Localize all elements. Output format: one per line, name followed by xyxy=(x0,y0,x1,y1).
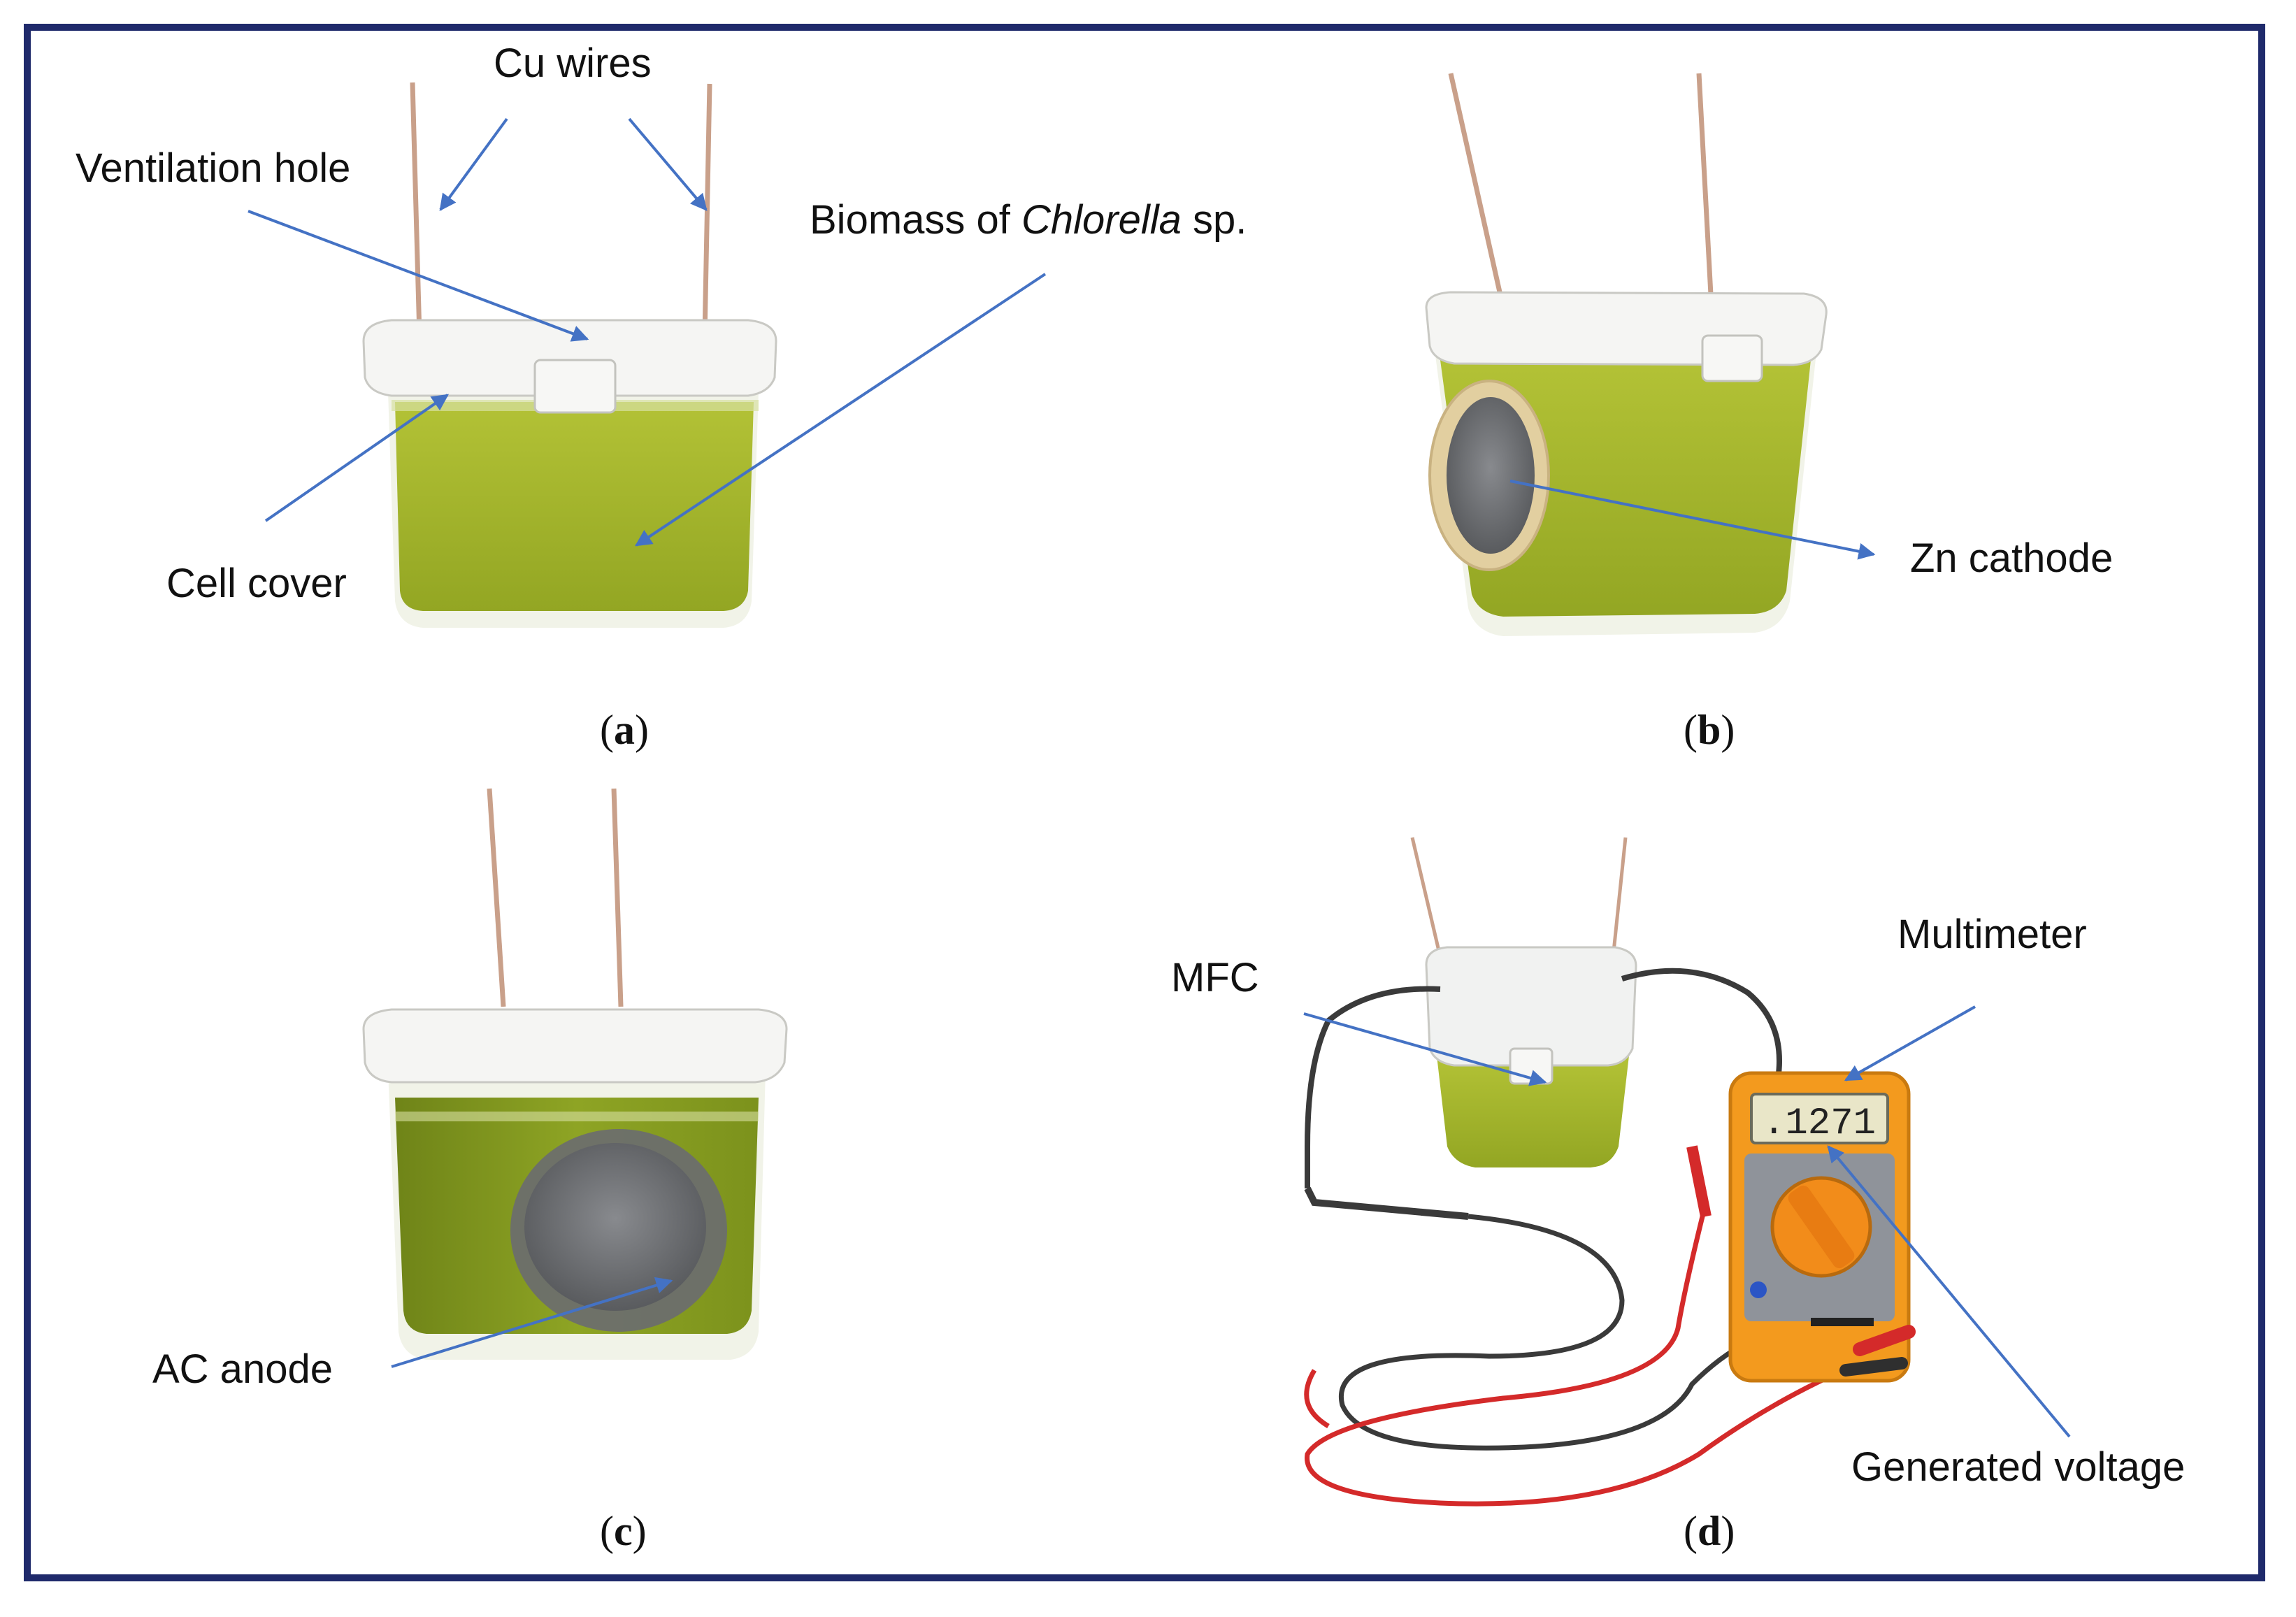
arrow-zn-cathode xyxy=(1509,480,1876,560)
arrow-generated-voltage xyxy=(1827,1145,2071,1438)
panel-c-cell xyxy=(362,788,788,1360)
panel-b-cell xyxy=(1425,73,1828,636)
callout-arrows xyxy=(247,117,2071,1438)
panel-d-setup: .1271 xyxy=(1304,837,1916,1507)
label-multimeter: Multimeter xyxy=(1897,912,2087,957)
label-cell-cover: Cell cover xyxy=(166,561,347,606)
arrow-mfc xyxy=(1303,1012,1547,1086)
arrow-multimeter xyxy=(1844,1005,1976,1081)
arrow-cu-wires-right xyxy=(628,117,708,211)
caption-a-letter: a xyxy=(613,707,635,753)
caption-b: (b) xyxy=(1684,707,1735,753)
arrow-cu-wires-left xyxy=(439,117,508,211)
caption-c-letter: c xyxy=(613,1508,633,1554)
label-zn-cathode: Zn cathode xyxy=(1910,536,2114,581)
caption-d: (d) xyxy=(1684,1508,1735,1554)
caption-d-letter: d xyxy=(1697,1508,1721,1554)
caption-c: (c) xyxy=(600,1508,647,1554)
label-mfc: MFC xyxy=(1171,955,1259,1000)
arrow-biomass xyxy=(634,273,1047,547)
figure-frame xyxy=(24,24,2265,1581)
label-cu-wires: Cu wires xyxy=(494,41,652,86)
label-biomass-species: Chlorella xyxy=(1021,197,1182,243)
panel-a-cell xyxy=(362,82,777,628)
label-generated-voltage: Generated voltage xyxy=(1851,1444,2186,1490)
arrow-ventilation-hole xyxy=(247,210,589,342)
arrow-cell-cover xyxy=(264,394,449,522)
label-ventilation-hole: Ventilation hole xyxy=(76,145,351,191)
label-biomass-suffix: sp. xyxy=(1181,197,1247,243)
meter-display-reading: .1271 xyxy=(1763,1102,1876,1145)
caption-b-letter: b xyxy=(1697,707,1721,753)
label-biomass-prefix: Biomass of xyxy=(810,197,1021,243)
label-ac-anode: AC anode xyxy=(152,1346,333,1392)
label-biomass: Biomass of Chlorella sp. xyxy=(810,200,1247,240)
arrow-ac-anode xyxy=(391,1277,673,1368)
caption-a: (a) xyxy=(600,707,649,753)
